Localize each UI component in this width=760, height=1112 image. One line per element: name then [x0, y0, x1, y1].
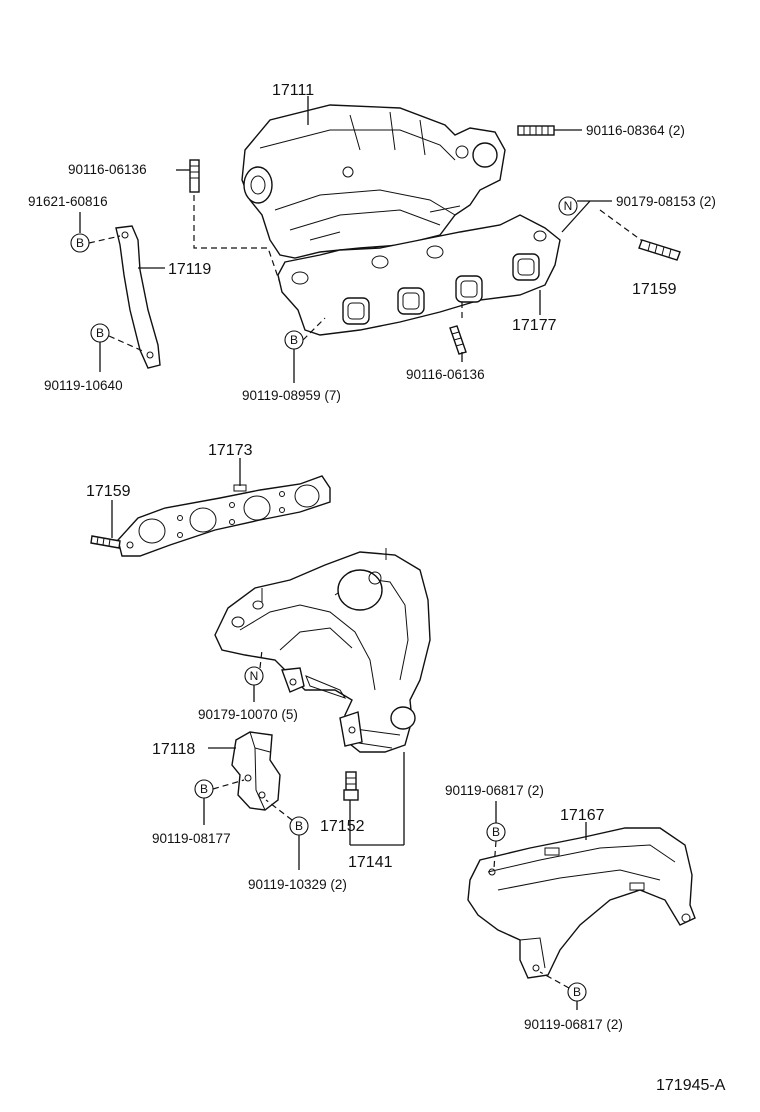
- svg-text:B: B: [96, 326, 104, 340]
- exhaust-gasket: [117, 475, 331, 557]
- diagram-id: 171945-A: [656, 1077, 726, 1094]
- stud-gasket: [90, 535, 121, 549]
- label-stud-gasket: 17159: [86, 483, 131, 500]
- label-intake-manifold: 17111: [272, 82, 314, 99]
- stud-mid: [449, 325, 467, 355]
- label-nut-exhaust: 90179-10070 (5): [198, 707, 298, 722]
- label-gasket-exhaust: 17173: [208, 442, 253, 459]
- label-bracket: 17118: [152, 741, 195, 758]
- bolt-symbol-3: B: [284, 330, 304, 350]
- plug: [343, 771, 359, 801]
- bolt-symbol-1: B: [70, 233, 90, 253]
- stud-upper: [517, 125, 555, 136]
- svg-text:B: B: [290, 333, 298, 347]
- svg-text:B: B: [295, 819, 303, 833]
- svg-text:B: B: [76, 236, 84, 250]
- nut-symbol-2: N: [244, 666, 264, 686]
- intake-manifold: [241, 104, 561, 336]
- exhaust-manifold: [214, 548, 431, 753]
- label-stud-right: 17159: [632, 281, 677, 298]
- nut-symbol-1: N: [558, 196, 578, 216]
- stay-bracket: [115, 225, 161, 369]
- label-nut-upper: 90179-08153 (2): [616, 194, 716, 209]
- stud-left: [189, 159, 200, 193]
- heat-insulator-cover: [467, 827, 696, 979]
- label-bolt-cover-lower: 90119-06817 (2): [524, 1017, 623, 1032]
- label-bolt-manifold: 90119-08959 (7): [242, 388, 341, 403]
- svg-text:N: N: [564, 199, 573, 213]
- label-bolt-cover-upper: 90119-06817 (2): [445, 783, 544, 798]
- label-bolt-bracket: 90119-08177: [152, 831, 231, 846]
- label-bolt-stay: 91621-60816: [28, 194, 108, 209]
- label-stud-upper: 90116-08364 (2): [586, 123, 685, 138]
- label-bolt-bracket2: 90119-10329 (2): [248, 877, 347, 892]
- svg-text:B: B: [573, 985, 581, 999]
- bolt-symbol-7: B: [567, 982, 587, 1002]
- svg-text:B: B: [200, 782, 208, 796]
- svg-text:N: N: [250, 669, 259, 683]
- label-stud-left: 90116-06136: [68, 162, 147, 177]
- label-plug: 17152: [320, 818, 365, 835]
- label-cover: 17167: [560, 807, 605, 824]
- bolt-symbol-4: B: [194, 779, 214, 799]
- label-gasket-intake: 17177: [512, 317, 557, 334]
- bracket: [231, 731, 281, 811]
- bolt-symbol-6: B: [486, 822, 506, 842]
- label-bolt-stay-lower: 90119-10640: [44, 378, 123, 393]
- bolt-symbol-2: B: [90, 323, 110, 343]
- stud-right: [638, 239, 681, 261]
- label-stud-mid: 90116-06136: [406, 367, 485, 382]
- label-exhaust-manifold: 17141: [348, 854, 393, 871]
- label-stay: 17119: [168, 261, 211, 278]
- svg-text:B: B: [492, 825, 500, 839]
- bolt-symbol-5: B: [289, 816, 309, 836]
